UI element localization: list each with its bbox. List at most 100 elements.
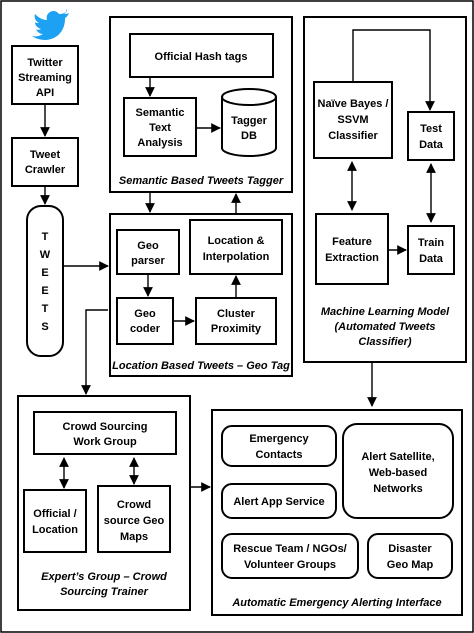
svg-text:Classifier: Classifier [328, 130, 378, 142]
crowd-geo-maps-label: Crowd source Geo Maps [104, 499, 165, 543]
alert-satellite-node [342, 423, 454, 519]
twitter-streaming-api-node [11, 45, 79, 105]
svg-text:Web-based: Web-based [369, 467, 427, 479]
ml-group-label: Machine Learning Model (Automated Tweets… [321, 306, 450, 348]
svg-text:Geo: Geo [134, 308, 156, 320]
svg-text:Geo Map: Geo Map [387, 559, 434, 571]
svg-text:Contacts: Contacts [255, 449, 302, 461]
svg-text:Maps: Maps [120, 531, 148, 543]
svg-text:Proximity: Proximity [211, 323, 262, 335]
twitter-bird-logo [32, 9, 69, 40]
semantic-text-analysis-label: Semantic Text Analysis [136, 107, 185, 149]
svg-text:source Geo: source Geo [104, 515, 165, 527]
svg-text:Disaster: Disaster [388, 543, 432, 555]
svg-text:Feature: Feature [332, 236, 372, 248]
svg-text:Volunteer Groups: Volunteer Groups [244, 559, 336, 571]
svg-text:Work Group: Work Group [73, 436, 137, 448]
svg-text:T: T [42, 231, 49, 243]
tweets-store-node [26, 205, 64, 357]
tagger-db-label: Tagger DB [231, 115, 268, 142]
svg-text:Streaming: Streaming [18, 72, 72, 84]
alert-satellite-label: Alert Satellite, Web-based Networks [361, 451, 434, 495]
svg-text:SSVM: SSVM [337, 114, 368, 126]
svg-text:E: E [41, 267, 48, 279]
svg-text:DB: DB [241, 130, 257, 142]
arrow-location-to-expert [81, 309, 108, 395]
test-data-node [407, 111, 455, 161]
svg-text:Train: Train [418, 237, 445, 249]
train-data-node [407, 225, 455, 275]
svg-text:Text: Text [149, 122, 171, 134]
svg-text:(Automated Tweets: (Automated Tweets [334, 321, 435, 333]
svg-text:Networks: Networks [373, 483, 423, 495]
svg-text:Data: Data [419, 139, 444, 151]
svg-text:Emergency: Emergency [249, 433, 309, 445]
machine-learning-group [303, 16, 467, 363]
emergency-contacts-label: Emergency Contacts [249, 433, 309, 461]
svg-text:W: W [40, 249, 51, 261]
svg-text:Test: Test [420, 123, 442, 135]
svg-text:Naïve Bayes /: Naïve Bayes / [318, 98, 389, 110]
svg-text:Data: Data [419, 253, 444, 265]
svg-text:Tagger: Tagger [231, 115, 268, 127]
svg-text:API: API [36, 87, 54, 99]
svg-text:Crawler: Crawler [25, 164, 66, 176]
svg-text:Analysis: Analysis [137, 137, 182, 149]
svg-text:E: E [41, 285, 48, 297]
svg-text:Tweet: Tweet [30, 149, 61, 161]
svg-text:Interpolation: Interpolation [203, 251, 270, 263]
rescue-team-node [221, 533, 359, 579]
svg-text:Machine Learning Model: Machine Learning Model [321, 306, 450, 318]
crowd-sourcing-node [33, 411, 177, 455]
crowd-geo-maps-node [97, 485, 171, 553]
svg-text:Official /: Official / [33, 508, 76, 520]
feature-extraction-label: Feature Extraction [325, 236, 379, 264]
tweet-crawler-label: Tweet Crawler [25, 149, 66, 176]
crowd-sourcing-label: Crowd Sourcing Work Group [63, 421, 148, 448]
naive-bayes-classifier-node [313, 81, 393, 159]
svg-text:Cluster: Cluster [217, 308, 256, 320]
tagger-db-node [221, 88, 277, 157]
official-hashtags-node [129, 33, 274, 78]
svg-text:Crowd Sourcing: Crowd Sourcing [63, 421, 148, 433]
official-location-node [23, 489, 87, 553]
expert-group-label: Expert’s Group – Crowd Sourcing Trainer [41, 571, 167, 598]
svg-text:S: S [41, 321, 48, 333]
rescue-team-label: Rescue Team / NGOs/ Volunteer Groups [233, 543, 347, 571]
alert-group-label: Automatic Emergency Alerting Interface [231, 597, 441, 609]
official-hashtags-label: Official Hash tags [155, 51, 248, 63]
location-interpolation-node [189, 219, 283, 275]
arrow-classifier-to-test [352, 29, 435, 111]
svg-text:Twitter: Twitter [27, 57, 63, 69]
twitter-api-label: Twitter Streaming API [18, 57, 72, 99]
alert-app-service-label: Alert App Service [233, 496, 324, 508]
naive-bayes-label: Naïve Bayes / SSVM Classifier [318, 98, 389, 142]
svg-text:Extraction: Extraction [325, 252, 379, 264]
location-interpolation-label: Location & Interpolation [203, 235, 270, 263]
tweets-label: T W E E T S [40, 231, 51, 333]
svg-text:Geo: Geo [137, 240, 159, 252]
svg-text:Alert Satellite,: Alert Satellite, [361, 451, 434, 463]
svg-text:Sourcing Trainer: Sourcing Trainer [60, 586, 149, 598]
semantic-text-analysis-node [123, 97, 197, 157]
geo-coder-node [116, 297, 174, 345]
svg-text:Classifier): Classifier) [358, 336, 412, 348]
disaster-geo-map-label: Disaster Geo Map [387, 543, 434, 571]
geo-coder-label: Geo coder [130, 308, 161, 335]
location-group-label: Location Based Tweets – Geo Tag [112, 360, 290, 372]
svg-text:parser: parser [131, 255, 165, 267]
feature-extraction-node [315, 213, 389, 285]
test-data-label: Test Data [419, 123, 444, 151]
connectors [40, 29, 436, 492]
geo-parser-label: Geo parser [131, 240, 165, 267]
cluster-proximity-label: Cluster Proximity [211, 308, 262, 335]
semantic-group-label: Semantic Based Tweets Tagger [119, 175, 284, 187]
svg-text:Location: Location [32, 524, 78, 536]
official-location-label: Official / Location [32, 508, 78, 536]
disaster-geo-map-node [367, 533, 453, 579]
cluster-proximity-node [195, 297, 277, 345]
alert-app-service-node [221, 483, 337, 519]
svg-text:Semantic: Semantic [136, 107, 185, 119]
